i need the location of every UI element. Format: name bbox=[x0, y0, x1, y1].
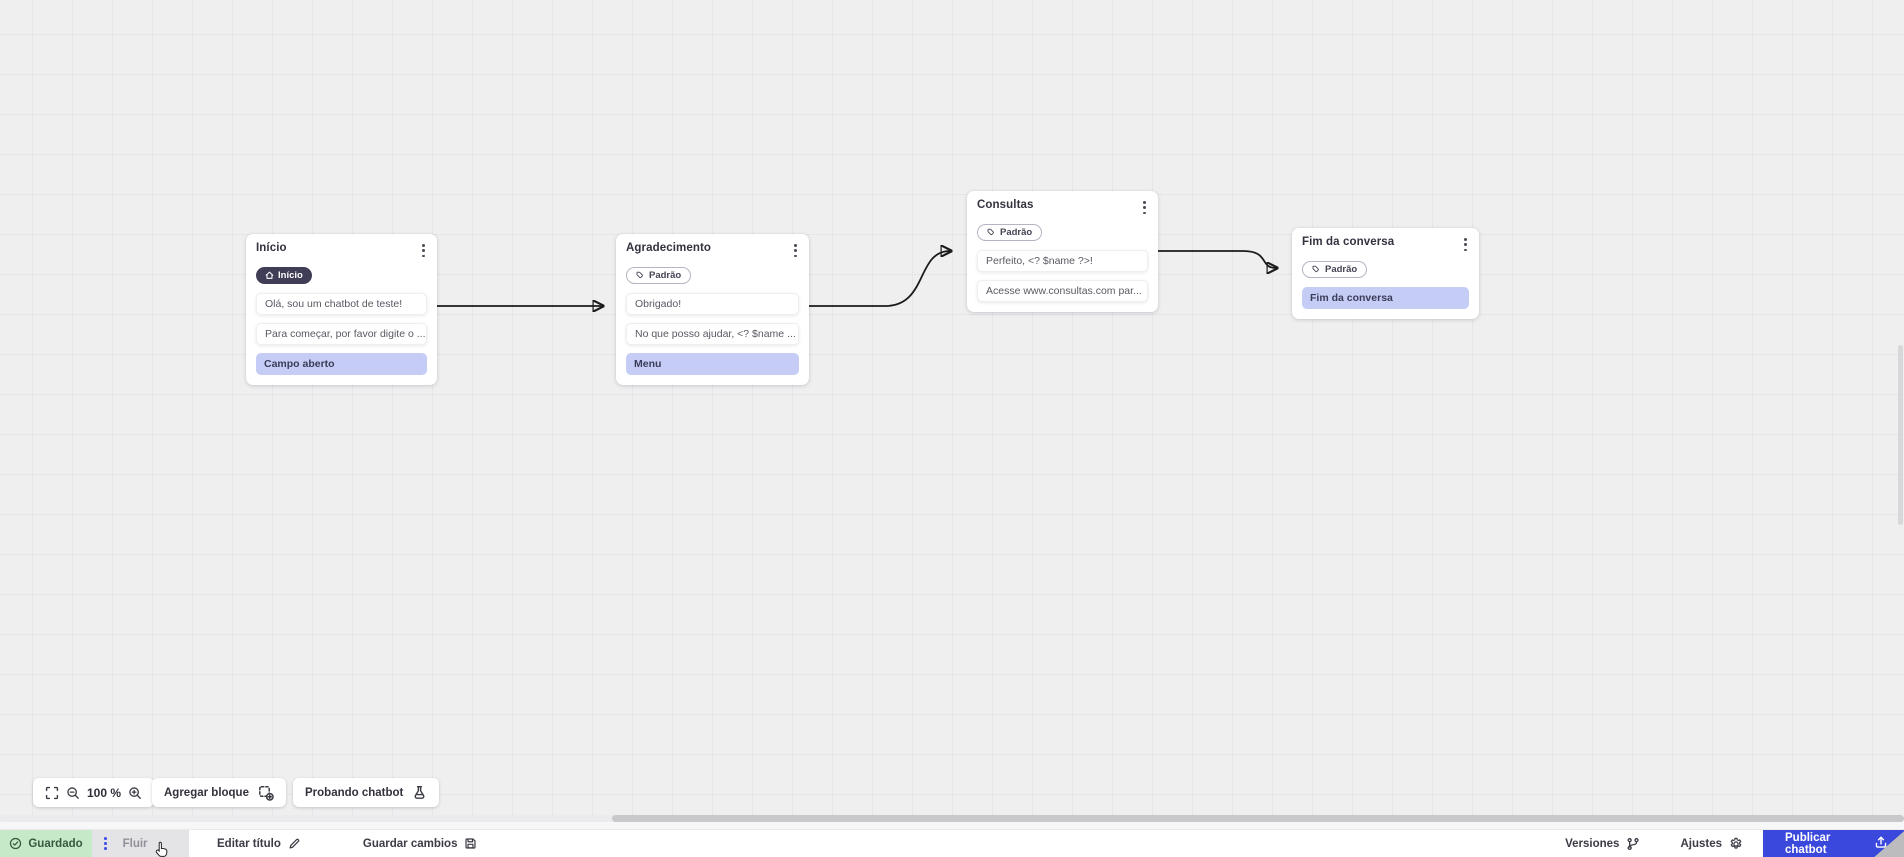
edges-layer bbox=[437, 0, 1904, 829]
horizontal-scrollbar-thumb[interactable] bbox=[612, 815, 1904, 822]
node-row-message[interactable]: Perfeito, <? $name ?>! bbox=[977, 250, 1148, 273]
flow-canvas[interactable]: Início Início Olá, sou um chatbot de tes… bbox=[0, 0, 1904, 829]
flow-tab-menu-button[interactable] bbox=[104, 837, 107, 850]
pencil-icon bbox=[288, 837, 301, 850]
saved-status-badge: Guardado bbox=[0, 830, 92, 857]
flow-node-fim-da-conversa[interactable]: Fim da conversa Padrão Fim da conversa bbox=[1292, 228, 1479, 320]
zoom-level: 100 % bbox=[87, 785, 122, 800]
node-badge-padrao: Padrão bbox=[626, 267, 692, 285]
node-row-message[interactable]: Obrigado! bbox=[626, 293, 799, 316]
tab-flow[interactable]: Fluir bbox=[92, 830, 189, 857]
zoom-out-icon[interactable] bbox=[66, 786, 80, 800]
flow-node-consultas[interactable]: Consultas Padrão Perfeito, <? $name ?>! … bbox=[967, 191, 1158, 313]
node-badge-inicio: Início bbox=[256, 267, 312, 285]
node-title: Início bbox=[256, 242, 287, 254]
publish-chatbot-button[interactable]: Publicar chatbot bbox=[1763, 830, 1904, 857]
node-menu-button[interactable] bbox=[790, 242, 801, 259]
tag-icon bbox=[1312, 266, 1319, 273]
home-icon bbox=[265, 272, 274, 280]
node-title: Agradecimento bbox=[626, 242, 712, 254]
node-row-open-field[interactable]: Campo aberto bbox=[256, 353, 427, 376]
tag-icon bbox=[987, 229, 994, 236]
node-badge-padrao: Padrão bbox=[1302, 261, 1368, 279]
flow-node-agradecimento[interactable]: Agradecimento Padrão Obrigado! No que po… bbox=[616, 234, 809, 386]
edge-consultas-fim bbox=[1158, 250, 1276, 268]
save-icon bbox=[464, 837, 477, 850]
node-row-message[interactable]: Para começar, por favor digite o ... bbox=[256, 323, 427, 346]
test-chatbot-button[interactable]: Probando chatbot bbox=[293, 778, 440, 807]
add-block-icon bbox=[258, 785, 274, 801]
node-menu-button[interactable] bbox=[1460, 236, 1471, 253]
node-menu-button[interactable] bbox=[418, 242, 429, 259]
node-row-message[interactable]: Acesse www.consultas.com par... bbox=[977, 280, 1148, 303]
node-title: Fim da conversa bbox=[1302, 236, 1395, 248]
tag-icon bbox=[636, 272, 643, 279]
versions-button[interactable]: Versiones bbox=[1545, 830, 1660, 857]
save-changes-button[interactable]: Guardar cambios bbox=[353, 830, 488, 857]
edge-agradecimento-consultas bbox=[809, 251, 950, 307]
add-block-button[interactable]: Agregar bloque bbox=[152, 778, 286, 807]
node-row-end-conversation[interactable]: Fim da conversa bbox=[1302, 287, 1469, 310]
zoom-in-icon[interactable] bbox=[128, 786, 142, 800]
zoom-controls: 100 % bbox=[33, 778, 155, 807]
flow-node-inicio[interactable]: Início Início Olá, sou um chatbot de tes… bbox=[246, 234, 437, 386]
bottom-bar: Guardado Fluir Editar título Guardar cam… bbox=[0, 829, 1904, 857]
node-row-menu[interactable]: Menu bbox=[626, 353, 799, 376]
edit-title-button[interactable]: Editar título bbox=[207, 830, 311, 857]
branch-icon bbox=[1626, 837, 1640, 851]
canvas-footer-strip bbox=[0, 822, 1904, 829]
settings-button[interactable]: Ajustes bbox=[1660, 830, 1763, 857]
gear-icon bbox=[1729, 837, 1743, 851]
node-title: Consultas bbox=[977, 199, 1034, 211]
node-menu-button[interactable] bbox=[1139, 199, 1150, 216]
node-badge-padrao: Padrão bbox=[977, 224, 1043, 242]
flask-icon bbox=[412, 785, 427, 800]
node-row-message[interactable]: No que posso ajudar, <? $name ... bbox=[626, 323, 799, 346]
node-row-message[interactable]: Olá, sou um chatbot de teste! bbox=[256, 293, 427, 316]
vertical-scrollbar-thumb[interactable] bbox=[1898, 345, 1903, 525]
publish-icon bbox=[1874, 835, 1888, 852]
fit-view-icon[interactable] bbox=[45, 786, 59, 800]
check-circle-icon bbox=[10, 837, 22, 850]
